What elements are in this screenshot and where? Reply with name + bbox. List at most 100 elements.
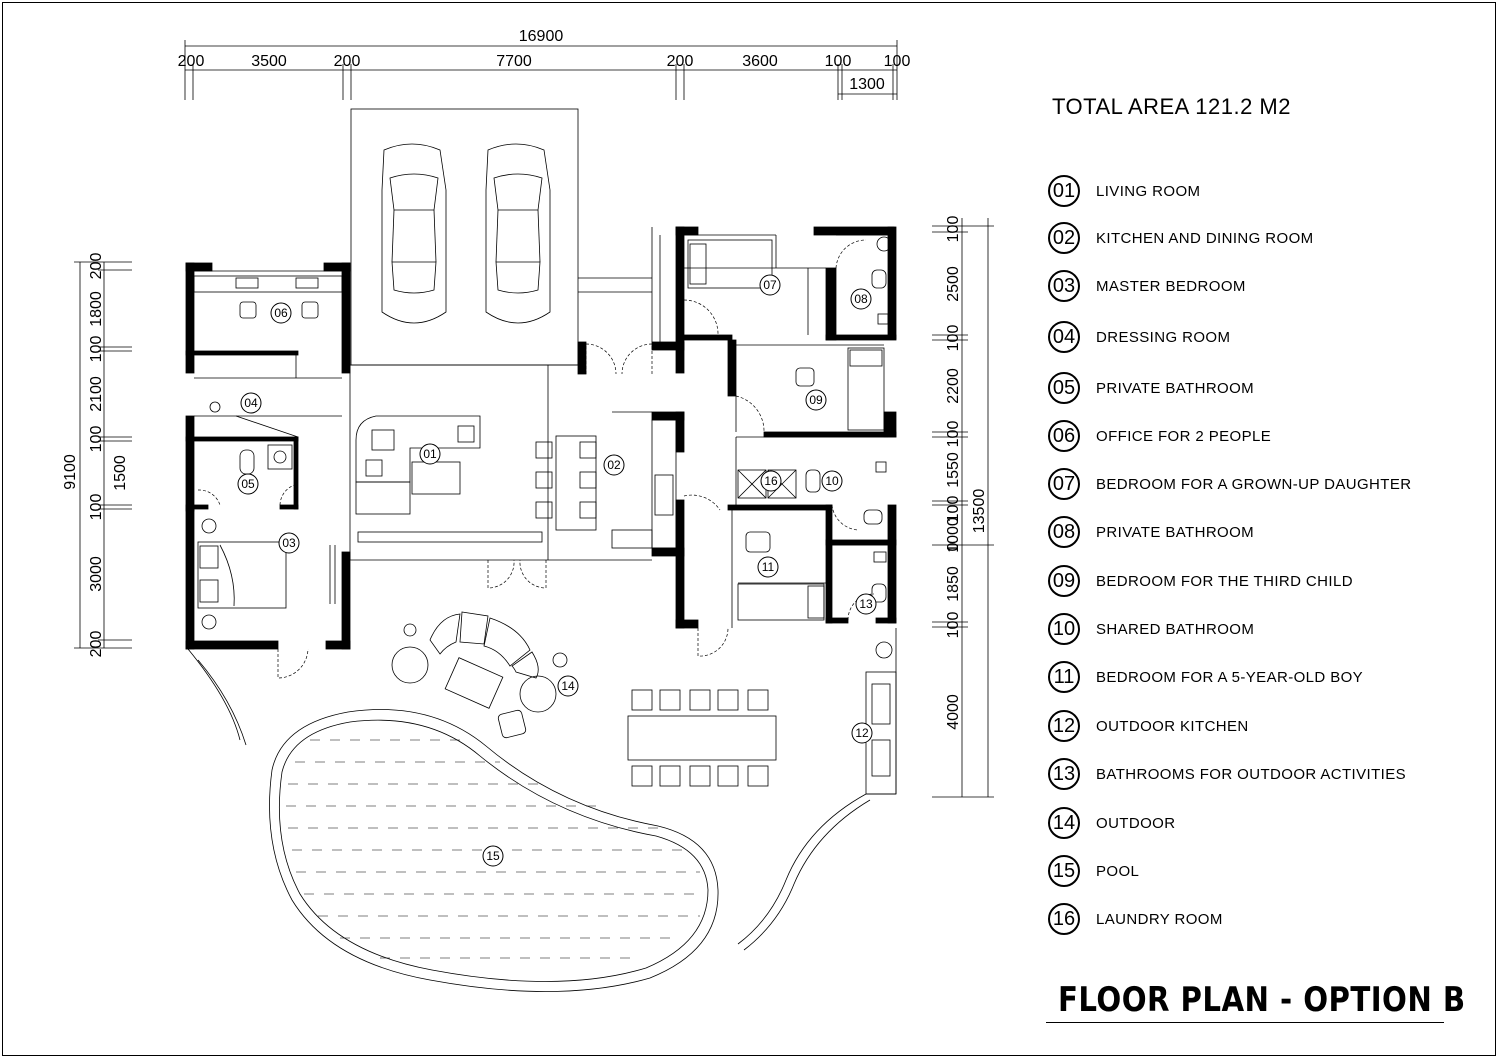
room-tag-label: 10 — [825, 474, 839, 488]
interior-lines — [193, 227, 888, 628]
top-dimension-chain — [184, 40, 898, 100]
legend-number: 14 — [1048, 807, 1080, 839]
legend-item: 02 KITCHEN AND DINING ROOM — [1048, 219, 1314, 257]
legend-label: PRIVATE BATHROOM — [1096, 523, 1255, 541]
left-dimension-labels: 9100 200 1800 100 2100 100 1500 100 3000… — [62, 253, 129, 658]
dim-left-seg: 200 — [88, 631, 105, 658]
dim-left-seg: 2100 — [88, 376, 105, 412]
top-dimension-labels: 16900 200 3500 200 7700 200 3600 100 100… — [178, 28, 911, 93]
dim-right-seg: 1850 — [945, 566, 962, 602]
room-tag-10: 10 — [821, 470, 843, 492]
legend-number: 13 — [1048, 758, 1080, 790]
room-tag-07: 07 — [759, 274, 781, 296]
legend-label: MASTER BEDROOM — [1096, 277, 1246, 295]
dim-right-overall: 13500 — [971, 489, 988, 534]
legend-label: OFFICE FOR 2 PEOPLE — [1096, 427, 1272, 445]
room-tag-05: 05 — [237, 473, 259, 495]
legend-number: 07 — [1048, 468, 1080, 500]
legend-number: 02 — [1048, 222, 1080, 254]
dim-right-seg: 2500 — [945, 266, 962, 302]
room-tags: 01 02 03 04 05 06 07 08 09 10 11 12 13 1… — [237, 274, 877, 867]
legend-number: 12 — [1048, 710, 1080, 742]
legend-item: 08 PRIVATE BATHROOM — [1048, 513, 1254, 551]
dim-left-seg: 200 — [88, 253, 105, 280]
room-tag-12: 12 — [851, 722, 873, 744]
dim-right-seg: 2200 — [945, 368, 962, 404]
room-tag-04: 04 — [240, 392, 262, 414]
room-tag-label: 15 — [486, 849, 500, 863]
dim-left-seg: 100 — [88, 426, 105, 453]
room-tag-label: 13 — [859, 597, 873, 611]
room-tag-label: 12 — [855, 726, 869, 740]
legend-number: 06 — [1048, 420, 1080, 452]
legend-label: SHARED BATHROOM — [1096, 620, 1255, 638]
right-dimension-chain — [932, 218, 994, 798]
room-tag-label: 04 — [244, 396, 258, 410]
room-tag-02: 02 — [603, 454, 625, 476]
room-tag-16: 16 — [760, 470, 782, 492]
title-underline — [1046, 1022, 1444, 1023]
room-tag-11: 11 — [757, 556, 779, 578]
legend-item: 07 BEDROOM FOR A GROWN-UP DAUGHTER — [1048, 465, 1411, 503]
dim-right-seg: 100 — [945, 421, 962, 448]
legend-label: OUTDOOR — [1096, 814, 1176, 832]
dim-right-seg: 1000 — [945, 517, 962, 553]
dim-left-seg: 1800 — [88, 291, 105, 327]
dim-left-seg: 100 — [88, 494, 105, 521]
legend-label: POOL — [1096, 862, 1140, 880]
legend-label: BEDROOM FOR A 5-YEAR-OLD BOY — [1096, 668, 1364, 686]
legend-label: LIVING ROOM — [1096, 182, 1201, 200]
left-dimension-chain — [74, 261, 132, 649]
room-tag-08: 08 — [850, 288, 872, 310]
legend-item: 16 LAUNDRY ROOM — [1048, 900, 1223, 938]
right-dimension-labels: 13500 100 2500 100 2200 100 1550 100 100… — [945, 216, 988, 730]
room-tag-label: 08 — [854, 292, 868, 306]
room-tag-06: 06 — [270, 302, 292, 324]
dim-top-seg: 200 — [178, 53, 205, 70]
dim-left-seg: 3000 — [88, 556, 105, 592]
site-boundary — [187, 628, 897, 951]
dim-left-overall: 9100 — [62, 454, 79, 490]
dim-right-seg: 4000 — [945, 694, 962, 730]
dim-right-seg: 100 — [945, 612, 962, 639]
car-right — [485, 143, 551, 324]
legend-number: 16 — [1048, 903, 1080, 935]
legend-number: 09 — [1048, 565, 1080, 597]
legend-label: BEDROOM FOR A GROWN-UP DAUGHTER — [1096, 475, 1412, 493]
doors — [197, 239, 875, 679]
room-tag-label: 02 — [607, 458, 621, 472]
room-tag-label: 14 — [561, 679, 575, 693]
legend-label: PRIVATE BATHROOM — [1096, 379, 1255, 397]
room-tag-09: 09 — [805, 389, 827, 411]
legend-number: 08 — [1048, 516, 1080, 548]
dim-top-seg: 3600 — [742, 53, 778, 70]
legend-item: 14 OUTDOOR — [1048, 804, 1175, 842]
dim-top-seg: 200 — [334, 53, 361, 70]
dim-right-seg: 100 — [945, 496, 962, 523]
dim-top-seg: 7700 — [496, 53, 532, 70]
room-tag-14: 14 — [557, 675, 579, 697]
dim-right-seg: 100 — [945, 325, 962, 352]
room-tag-label: 06 — [274, 306, 288, 320]
dim-top-seg: 3500 — [251, 53, 287, 70]
legend-number: 05 — [1048, 372, 1080, 404]
dim-right-seg: 1550 — [945, 452, 962, 488]
room-tag-label: 16 — [764, 474, 778, 488]
room-tag-label: 11 — [762, 560, 775, 574]
room-tag-15: 15 — [482, 845, 504, 867]
legend-label: LAUNDRY ROOM — [1096, 910, 1223, 928]
legend-label: OUTDOOR KITCHEN — [1096, 717, 1249, 735]
legend-item: 12 OUTDOOR KITCHEN — [1048, 707, 1249, 745]
legend-label: KITCHEN AND DINING ROOM — [1096, 229, 1314, 247]
room-tag-03: 03 — [278, 532, 300, 554]
dim-left-seg: 1500 — [112, 455, 129, 491]
dim-top-seg: 200 — [667, 53, 694, 70]
plan-title: FLOOR PLAN - OPTION B — [1058, 980, 1466, 1020]
legend-item: 06 OFFICE FOR 2 PEOPLE — [1048, 417, 1271, 455]
